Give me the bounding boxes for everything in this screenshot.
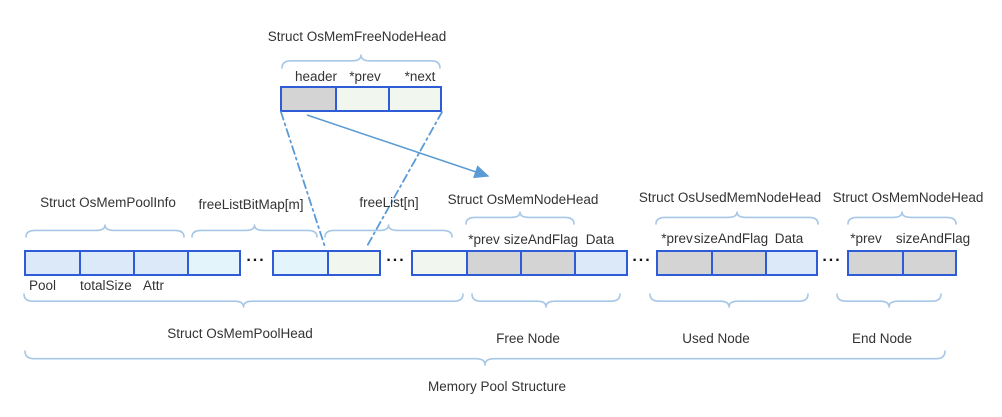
- usednode-prev-label: *prev: [661, 231, 693, 246]
- freenode-data-label: Data: [585, 232, 615, 247]
- ellipsis-3: ...: [632, 248, 652, 265]
- brace-node-head-1: [465, 211, 575, 225]
- cell-pool: [26, 252, 79, 274]
- ellipsis-1: ...: [246, 248, 266, 265]
- cell-freelist-first: [327, 252, 379, 274]
- totalsize-field-label: totalSize: [80, 278, 132, 293]
- cell-usednode-data: [765, 252, 816, 274]
- free-prev-field-label: *prev: [349, 69, 381, 84]
- ellipsis-2: ...: [386, 248, 406, 265]
- cell-free-next: [388, 88, 440, 110]
- brace-pool-head: [23, 293, 464, 308]
- cell-free-prev: [335, 88, 388, 110]
- cell-freenode-prev: [466, 252, 520, 274]
- freenode-prev-label: *prev: [468, 232, 500, 247]
- pool-info-cells: [24, 250, 241, 276]
- brace-pool-info: [25, 224, 185, 238]
- brace-memory-pool: [24, 350, 946, 366]
- usednode-sizeandflag-label: sizeAndFlag: [693, 231, 769, 246]
- used-node-head-struct-title: Struct OsUsedMemNodeHead: [638, 190, 822, 205]
- cell-freelist-last: [413, 252, 466, 274]
- ellipsis-4: ...: [822, 248, 842, 265]
- free-list-label: freeList[n]: [359, 195, 419, 210]
- endnode-prev-label: *prev: [850, 231, 882, 246]
- cell-freelistbitmap-first: [187, 252, 239, 274]
- cell-usednode-sizeandflag: [711, 252, 765, 274]
- brace-free-node: [471, 293, 621, 308]
- free-node-head-struct-title: Struct OsMemNodeHead: [447, 192, 599, 207]
- cell-endnode-sizeandflag: [902, 252, 955, 274]
- brace-used-node: [649, 293, 809, 308]
- end-node-caption: End Node: [851, 331, 913, 346]
- usednode-data-label: Data: [774, 231, 804, 246]
- cell-freenode-sizeandflag: [520, 252, 574, 274]
- cell-endnode-prev: [849, 252, 902, 274]
- free-node-cells: [411, 250, 628, 276]
- used-node-caption: Used Node: [682, 331, 750, 346]
- brace-end-node: [836, 293, 942, 308]
- brace-free-list: [324, 224, 453, 238]
- free-node-head-box: [280, 86, 442, 112]
- freenode-sizeandflag-label: sizeAndFlag: [503, 232, 579, 247]
- brace-free-node-head: [281, 54, 441, 69]
- bitmap-freelist-cells: [272, 250, 381, 276]
- attr-field-label: Attr: [143, 278, 165, 293]
- memory-pool-caption: Memory Pool Structure: [427, 379, 567, 394]
- header-field-label: header: [294, 69, 338, 84]
- free-list-bitmap-label: freeListBitMap[m]: [198, 197, 304, 212]
- end-node-head-struct-title: Struct OsMemNodeHead: [832, 190, 984, 205]
- used-node-cells: [656, 250, 818, 276]
- free-node-head-title: Struct OsMemFreeNodeHead: [267, 29, 447, 44]
- cell-totalsize: [79, 252, 133, 274]
- brace-node-head-2: [847, 211, 957, 225]
- free-next-field-label: *next: [404, 69, 436, 84]
- pool-head-caption: Struct OsMemPoolHead: [167, 326, 313, 341]
- cell-freelistbitmap-last: [274, 252, 327, 274]
- free-node-caption: Free Node: [496, 331, 560, 346]
- arrow-to-node-head: [306, 114, 490, 179]
- brace-free-list-bitmap: [191, 224, 318, 238]
- dashed-connector-left: [280, 111, 326, 248]
- endnode-sizeandflag-label: sizeAndFlag: [895, 231, 971, 246]
- dashed-connector-right: [365, 111, 443, 249]
- brace-used-node-head: [655, 211, 819, 225]
- pool-info-title: Struct OsMemPoolInfo: [40, 195, 176, 210]
- pool-field-label: Pool: [29, 278, 57, 293]
- cell-usednode-prev: [658, 252, 711, 274]
- cell-header: [282, 88, 335, 110]
- end-node-cells: [847, 250, 957, 276]
- cell-freenode-data: [574, 252, 626, 274]
- cell-attr: [133, 252, 187, 274]
